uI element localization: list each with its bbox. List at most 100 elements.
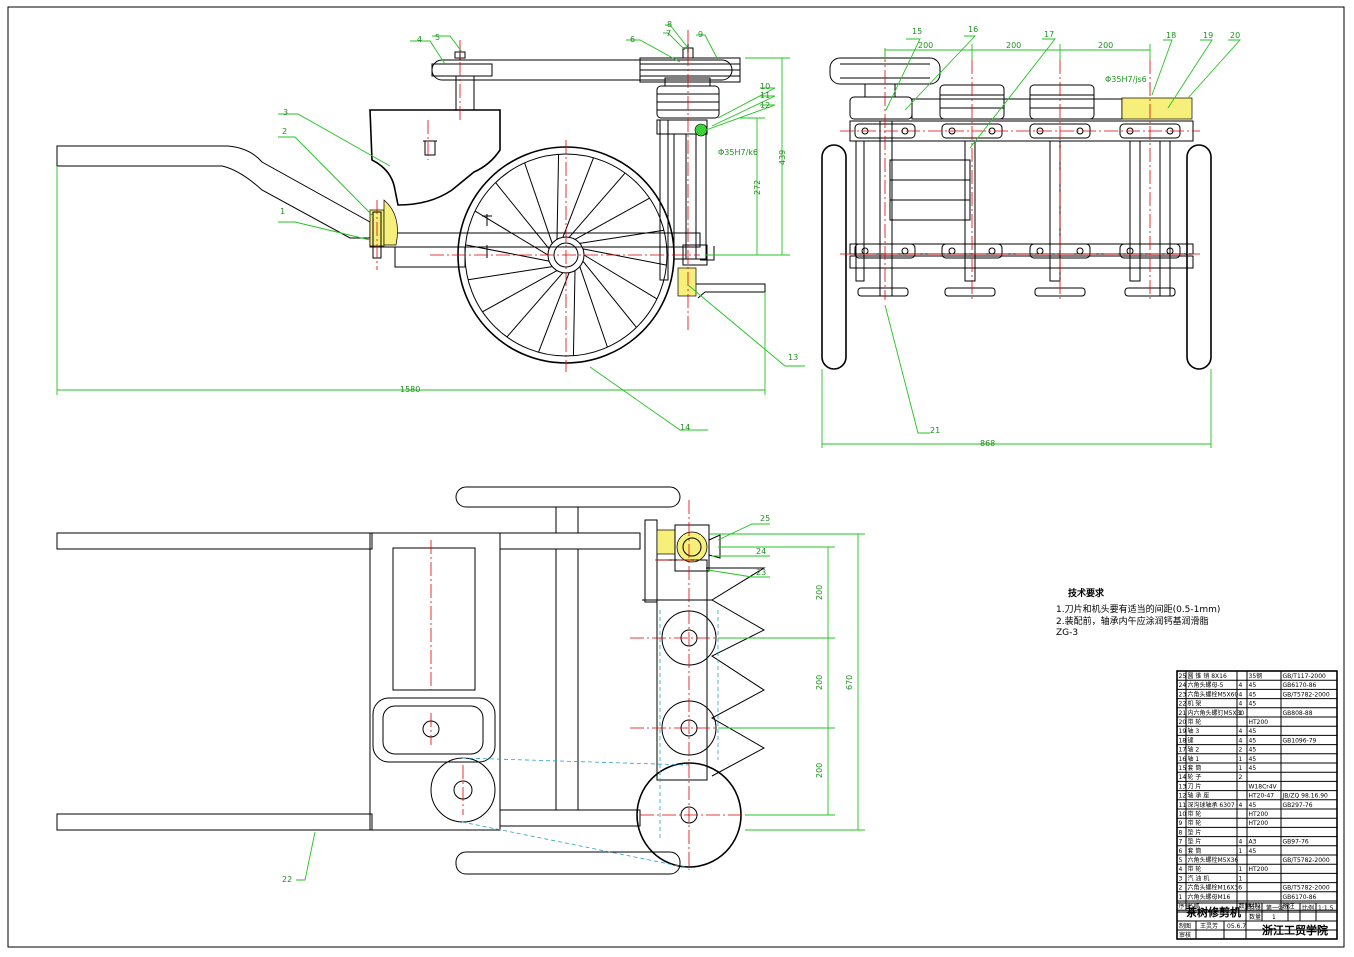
bolt-hole bbox=[1036, 247, 1044, 255]
bom-cell: 六角头螺母M16 bbox=[1188, 893, 1231, 901]
bolt-hole bbox=[948, 247, 956, 255]
bom-cell: HT20-47 bbox=[1249, 793, 1275, 800]
title-block: 茶树修剪机 共张 第一张 数量 1 比例 1:1.5 制图 王灵芳 05.6.7… bbox=[1177, 902, 1337, 939]
bom-header-cell: 材料 bbox=[1249, 902, 1261, 910]
wheel-spoke bbox=[582, 260, 637, 328]
dim-200-top-a: 200 bbox=[918, 41, 933, 50]
bom-header-cell: 备注 bbox=[1283, 902, 1295, 910]
bom-cell: 套 筒 bbox=[1188, 764, 1202, 772]
bom-cell: 2 bbox=[1179, 885, 1183, 892]
front-view: 1580 439 272 Φ35H7/k6 bbox=[56, 30, 790, 395]
bom-cell: 35钢 bbox=[1249, 672, 1263, 680]
bom-cell: 19 bbox=[1179, 728, 1187, 735]
bolt-hole bbox=[861, 247, 869, 255]
bom-cell: 45 bbox=[1249, 728, 1257, 735]
wheel-spoke bbox=[582, 248, 667, 266]
wheel-spoke bbox=[583, 254, 658, 300]
bom-cell: 24 bbox=[1179, 682, 1187, 689]
balloon-20: 20 bbox=[1230, 31, 1240, 40]
bom-cell: 16 bbox=[1179, 756, 1187, 763]
scale-value: 1:1.5 bbox=[1318, 905, 1334, 912]
bom-cell: 4 bbox=[1239, 691, 1243, 698]
bom-cell: 1 bbox=[1239, 765, 1243, 772]
drawn-label: 制图 bbox=[1179, 922, 1191, 930]
bom-cell: GB/T5782-2000 bbox=[1283, 857, 1330, 864]
bom-header-cell: 名称 bbox=[1188, 902, 1200, 910]
balloon-17: 17 bbox=[1044, 30, 1054, 39]
bom-cell: 1 bbox=[1239, 848, 1243, 855]
bom-cell: GB/T5782-2000 bbox=[1283, 691, 1330, 698]
balloon-1: 1 bbox=[280, 207, 285, 216]
bom-cell: 六角头螺栓M16X36 bbox=[1188, 884, 1243, 892]
bom-cell: 1 bbox=[1239, 866, 1243, 873]
wheel-spoke bbox=[579, 266, 608, 348]
wheel-spoke bbox=[556, 154, 560, 240]
wheel-spoke bbox=[568, 172, 626, 238]
notes-line3: ZG-3 bbox=[1056, 628, 1078, 638]
bom-cell: 1 bbox=[1239, 875, 1243, 882]
bom-cell: 4 bbox=[1239, 737, 1243, 744]
bom-cell: GB/T117-2000 bbox=[1283, 673, 1327, 680]
wheel-spoke bbox=[506, 272, 564, 338]
leaders-front bbox=[278, 24, 805, 431]
balloon-2: 2 bbox=[282, 127, 287, 136]
balloon-13: 13 bbox=[788, 353, 798, 362]
notes-title: 技术要求 bbox=[1068, 587, 1105, 599]
balloon-6: 6 bbox=[630, 35, 635, 44]
dim-272: 272 bbox=[753, 180, 762, 195]
dim-1580: 1580 bbox=[400, 385, 420, 394]
dim-200-top-c: 200 bbox=[1098, 41, 1113, 50]
bom-cell: GB1096-79 bbox=[1283, 737, 1317, 744]
bom-cell: 圆 锥 销 8X16 bbox=[1188, 672, 1227, 680]
balloon-12: 12 bbox=[760, 101, 770, 110]
bom-cell: GB/T5782-2000 bbox=[1283, 885, 1330, 892]
bom-cell: 11 bbox=[1179, 802, 1187, 809]
wheel-spoke bbox=[482, 270, 558, 313]
bom-cell: GB297-76 bbox=[1283, 802, 1313, 809]
leaders-side bbox=[884, 35, 1242, 434]
bolt-hole bbox=[988, 247, 996, 255]
wheel-spoke bbox=[524, 162, 553, 244]
balloon-8: 8 bbox=[667, 20, 672, 29]
bom-cell: 21 bbox=[1179, 710, 1187, 717]
wheel-spoke bbox=[468, 266, 553, 281]
bom-cell: 六角头螺母-5 bbox=[1188, 681, 1224, 689]
bom-cell: 13 bbox=[1179, 783, 1187, 790]
balloon-11: 11 bbox=[760, 91, 770, 100]
bom-cell: HT200 bbox=[1249, 811, 1269, 818]
balloon-21: 21 bbox=[930, 426, 940, 435]
balloon-9: 9 bbox=[698, 30, 703, 39]
qty-label: 数量 bbox=[1249, 913, 1261, 921]
bom-cell: 10 bbox=[1179, 811, 1187, 818]
bom-cell: HT200 bbox=[1249, 719, 1269, 726]
bom-cell: 轴 承 座 bbox=[1188, 792, 1210, 800]
wheel-spoke bbox=[538, 272, 570, 353]
dim-200-c: 200 bbox=[815, 763, 824, 778]
bom-cell: 1 bbox=[1239, 710, 1243, 717]
sheet-label: 共张 bbox=[1249, 904, 1261, 912]
wheel-spoke bbox=[495, 182, 550, 250]
balloon-14: 14 bbox=[680, 423, 690, 432]
bolt-hole bbox=[901, 247, 909, 255]
bom-cell: 23 bbox=[1179, 691, 1187, 698]
bom-cell: 2 bbox=[1239, 774, 1243, 781]
bom-header-cell: 序号 bbox=[1179, 902, 1191, 910]
bom-cell: 12 bbox=[1179, 793, 1187, 800]
bom-cell: 2 bbox=[1239, 747, 1243, 754]
bom-cell: 45 bbox=[1249, 765, 1257, 772]
bom-cell: 机 架 bbox=[1188, 700, 1202, 708]
balloon-23: 23 bbox=[756, 568, 766, 577]
bom-cell: 轴 3 bbox=[1188, 727, 1200, 735]
bom-cell: 5 bbox=[1179, 857, 1183, 864]
balloon-10: 10 bbox=[760, 82, 770, 91]
balloon-18: 18 bbox=[1166, 31, 1176, 40]
balloon-labels: 1 2 3 4 5 6 7 8 9 10 11 12 13 14 15 16 1… bbox=[280, 20, 1240, 884]
balloon-16: 16 bbox=[968, 25, 978, 34]
sheet-value: 第一张 bbox=[1266, 904, 1284, 912]
bom-cell: 3 bbox=[1179, 875, 1183, 882]
bom-cell: 45 bbox=[1249, 682, 1257, 689]
balloon-4: 4 bbox=[417, 35, 422, 44]
bom-cell: 4 bbox=[1239, 701, 1243, 708]
wheel-spoke bbox=[572, 270, 576, 356]
